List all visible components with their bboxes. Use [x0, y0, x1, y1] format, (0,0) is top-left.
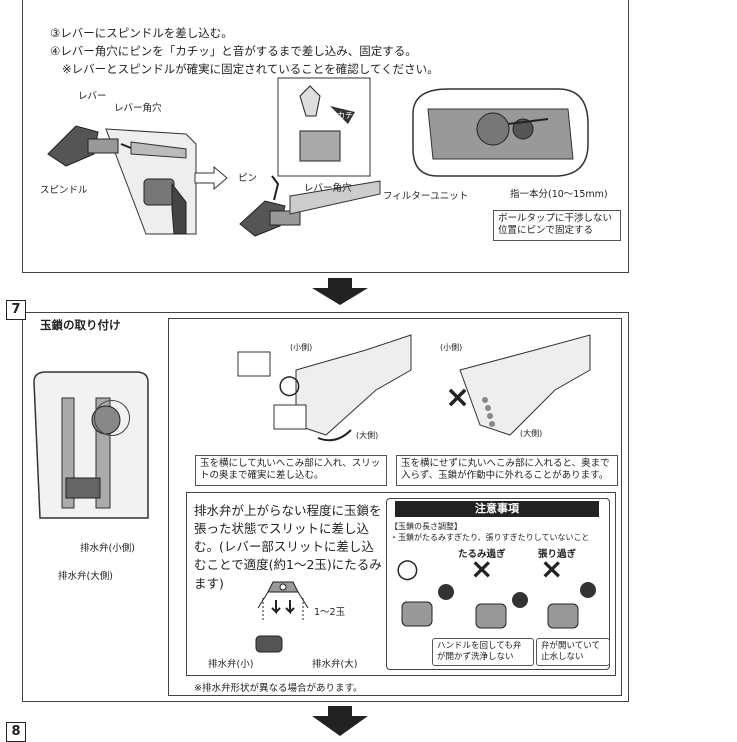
ok-mark: ○ [278, 370, 301, 400]
ok-chain-illustration [237, 334, 412, 442]
tank-top-illustration [412, 88, 589, 177]
instruction-frame [186, 492, 616, 676]
label-valve-large-side: 排水弁(大側) [58, 571, 113, 582]
instruction-text: 排水弁が上がらない程度に玉鎖を張った状態でスリットに差し込む。(レバー部スリット… [194, 503, 382, 591]
label-filter-unit: フィルターユニット [383, 191, 469, 202]
step6-line3: ③レバーにスピンドルを差し込む。 [50, 26, 233, 40]
label-large-side-1: (大側) [356, 431, 379, 440]
ok-note: 玉を横にして丸いへこみ部に入れ、スリットの奥まで確実に差し込む。 [195, 455, 387, 486]
label-click: カチッ [337, 111, 361, 120]
note-too-slack: ハンドルを回しても弁が開かず洗浄しない [432, 638, 534, 667]
caution-illustrations [401, 582, 596, 629]
step6-line4: ④レバー角穴にピンを「カチッ」と音がするまで差し込み、固定する。 [50, 44, 417, 58]
step7-number-text: 7 [11, 302, 21, 317]
caution-ng-mark-1: × [470, 552, 494, 585]
ng-mark: × [445, 380, 471, 415]
note-too-tight: 弁が開いていて止水しない [536, 638, 610, 667]
label-large-side-2: (大側) [520, 429, 543, 438]
step6-frame [22, 0, 629, 273]
tank-cutaway-illustration [33, 371, 149, 519]
ng-chain-illustration [459, 334, 591, 436]
label-too-slack: たるみ過ぎ [458, 549, 506, 560]
label-valve-large: 排水弁(大) [312, 659, 358, 670]
chain-diagram [255, 581, 309, 653]
label-small-side-1: (小側) [290, 343, 313, 352]
label-lever: レバー [78, 91, 107, 102]
detail-frame [168, 318, 622, 696]
label-lever-hole-2: レバー角穴 [304, 183, 352, 194]
step7-title: 玉鎖の取り付け [40, 318, 121, 332]
label-valve-small-side: 排水弁(小側) [80, 543, 135, 554]
caution-text: ・玉鎖がたるみすぎたり、張りすぎたりしていないこと [390, 533, 590, 542]
label-spindle: スピンドル [40, 185, 88, 196]
down-arrow-icon-2 [312, 706, 368, 736]
label-valve-small: 排水弁(小) [208, 659, 254, 670]
down-arrow-icon [312, 278, 368, 305]
zoom-circle [94, 400, 130, 436]
caution-title: 注意事項 [395, 501, 599, 517]
label-lever-hole: レバー角穴 [114, 103, 162, 114]
right-arrow-icon [194, 166, 228, 190]
label-too-tight: 張り過ぎ [538, 549, 577, 560]
caution-ok-mark: ○ [396, 554, 419, 584]
pin-insertion-illustration [239, 77, 381, 237]
lever-spindle-illustration [47, 125, 197, 235]
note-balltap: ボールタップに干渉しない位置にピンで固定する [493, 210, 621, 241]
caution-ng-mark-2: × [540, 552, 564, 585]
caution-box [386, 498, 610, 670]
step6-line5: ※レバーとスピンドルが確実に固定されていることを確認してください。 [62, 62, 439, 76]
ng-note: 玉を横にせずに丸いへこみ部に入れると、奥まで入らず、玉鎖が作動中に外れることがあ… [396, 455, 618, 486]
label-finger-width: 指一本分(10〜15mm) [510, 189, 608, 200]
label-1-2-balls: 1〜2玉 [314, 607, 346, 618]
step7-number: 7 [6, 300, 26, 320]
footnote: ※排水弁形状が異なる場合があります。 [194, 683, 363, 694]
caution-title-text: 注意事項 [475, 502, 519, 515]
step8-number: 8 [6, 722, 26, 742]
step7-frame [22, 312, 629, 702]
caution-subtitle: 【玉鎖の長さ調整】 [390, 522, 462, 531]
step8-number-text: 8 [11, 724, 21, 739]
label-pin: ピン [238, 173, 258, 184]
label-small-side-2: (小側) [440, 343, 463, 352]
